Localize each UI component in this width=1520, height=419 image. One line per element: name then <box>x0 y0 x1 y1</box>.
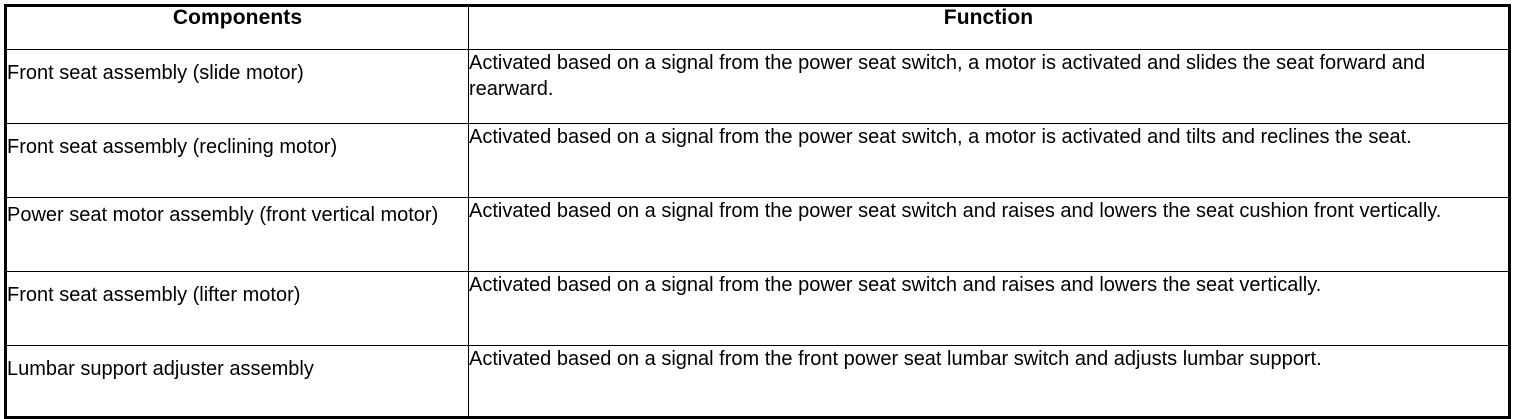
component-label: Lumbar support adjuster assembly <box>7 358 314 380</box>
spec-table-container: Components Function Front seat assembly … <box>4 4 1511 419</box>
function-description: Activated based on a signal from the fro… <box>469 348 1322 370</box>
table-header: Components Function <box>5 5 1510 50</box>
table-row: Front seat assembly (slide motor) Activa… <box>5 49 1510 124</box>
table-row: Lumbar support adjuster assembly Activat… <box>5 345 1510 418</box>
column-header-components: Components <box>5 5 469 50</box>
function-description: Activated based on a signal from the pow… <box>469 126 1412 148</box>
function-description: Activated based on a signal from the pow… <box>469 274 1322 296</box>
components-function-table: Components Function Front seat assembly … <box>4 4 1511 419</box>
column-header-function: Function <box>468 5 1510 50</box>
cell-function: Activated based on a signal from the pow… <box>468 197 1510 272</box>
table-row: Front seat assembly (reclining motor) Ac… <box>5 123 1510 198</box>
component-label: Front seat assembly (slide motor) <box>7 62 304 84</box>
component-label: Power seat motor assembly (front vertica… <box>7 204 439 226</box>
table-header-row: Components Function <box>5 5 1510 50</box>
function-description: Activated based on a signal from the pow… <box>469 52 1431 100</box>
cell-function: Activated based on a signal from the fro… <box>468 345 1510 418</box>
cell-function: Activated based on a signal from the pow… <box>468 123 1510 198</box>
cell-component: Front seat assembly (slide motor) <box>5 49 469 124</box>
component-label: Front seat assembly (lifter motor) <box>7 284 301 306</box>
cell-component: Front seat assembly (reclining motor) <box>5 123 469 198</box>
table-row: Front seat assembly (lifter motor) Activ… <box>5 271 1510 346</box>
table-row: Power seat motor assembly (front vertica… <box>5 197 1510 272</box>
component-label: Front seat assembly (reclining motor) <box>7 136 338 158</box>
cell-function: Activated based on a signal from the pow… <box>468 49 1510 124</box>
table-body: Front seat assembly (slide motor) Activa… <box>5 49 1510 418</box>
cell-component: Lumbar support adjuster assembly <box>5 345 469 418</box>
cell-function: Activated based on a signal from the pow… <box>468 271 1510 346</box>
column-header-components-label: Components <box>172 6 303 29</box>
cell-component: Front seat assembly (lifter motor) <box>5 271 469 346</box>
function-description: Activated based on a signal from the pow… <box>469 200 1442 222</box>
column-header-function-label: Function <box>943 6 1034 29</box>
cell-component: Power seat motor assembly (front vertica… <box>5 197 469 272</box>
